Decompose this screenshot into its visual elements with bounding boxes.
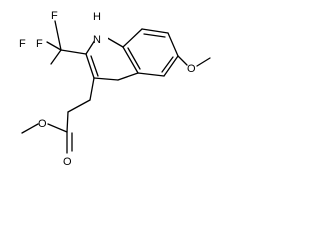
atom-label-n: N: [93, 34, 101, 46]
atom-label-o-ester: O: [38, 118, 47, 130]
atom-label-f-mid: F: [36, 38, 43, 50]
methoxy-group: [177, 55, 211, 67]
pyrrole-ring: [85, 35, 139, 81]
atom-label-nh: H N: [93, 6, 108, 46]
atom-label-o-methoxy: O: [187, 63, 196, 75]
structure-diagram: H N F F F O O O: [19, 6, 211, 168]
benzene-ring: [122, 28, 179, 77]
atom-label-h: H: [93, 11, 101, 23]
atom-label-o-carbonyl: O: [63, 156, 72, 168]
propanoate-chain: [21, 77, 95, 154]
trifluoromethyl-group: [46, 20, 87, 65]
atom-label-f-top: F: [51, 10, 58, 22]
atom-label-f-left: F: [19, 38, 26, 50]
